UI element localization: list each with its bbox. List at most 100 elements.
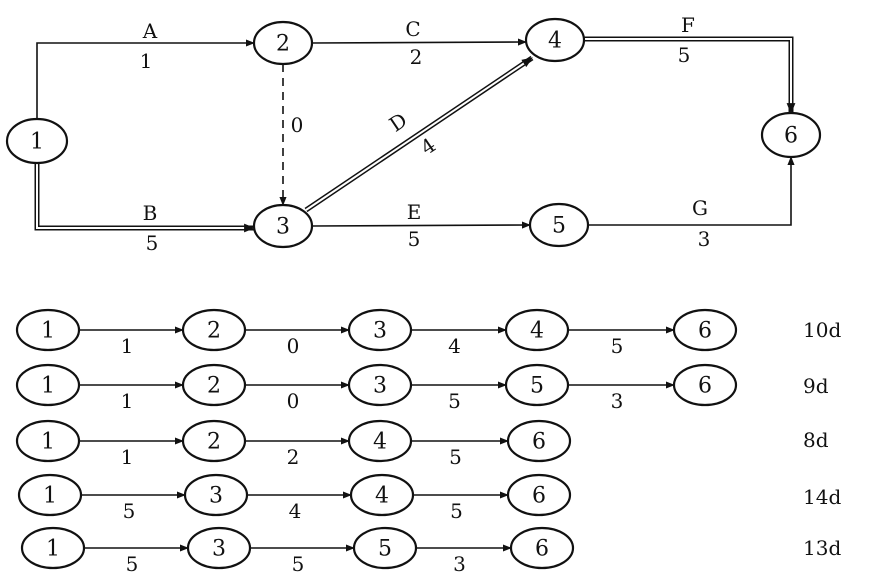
path-node-circle xyxy=(15,308,81,352)
path-node: 2 xyxy=(181,363,247,407)
path-total-duration: 8d xyxy=(803,428,829,452)
activity-arrow-critical-inner xyxy=(584,38,796,115)
path-node-circle xyxy=(17,473,83,517)
path-node-label: 2 xyxy=(207,319,221,344)
path-node-label: 1 xyxy=(41,430,55,455)
path-node: 5 xyxy=(352,526,418,570)
activity-name: A xyxy=(142,19,158,43)
path-duration: 1 xyxy=(121,334,134,358)
activity-d: D4 xyxy=(304,55,534,213)
path-duration: 5 xyxy=(449,445,462,469)
path-node-circle xyxy=(672,308,738,352)
path-duration: 2 xyxy=(287,445,300,469)
path-node: 3 xyxy=(347,363,413,407)
path-node-label: 1 xyxy=(41,374,55,399)
path-total-duration: 13d xyxy=(803,536,841,560)
activity-name: G xyxy=(692,196,708,220)
activity-arrow xyxy=(311,38,527,46)
path-duration: 5 xyxy=(448,389,461,413)
event-node-1: 1 xyxy=(5,117,69,165)
path-node-circle xyxy=(347,308,413,352)
path-node-label: 6 xyxy=(532,484,546,509)
path-node-label: 1 xyxy=(41,319,55,344)
event-node-circle xyxy=(252,203,314,249)
path-node: 6 xyxy=(672,308,738,352)
path-node-circle xyxy=(506,419,572,463)
path-row-1: 1 0 4 5 1 2 3 4 6 10d xyxy=(15,308,841,358)
path-duration: 0 xyxy=(287,334,300,358)
path-duration: 5 xyxy=(292,552,305,576)
path-duration: 0 xyxy=(287,389,300,413)
activity-duration: 4 xyxy=(416,133,440,160)
path-total-duration: 10d xyxy=(803,318,841,342)
event-node-6: 6 xyxy=(760,111,822,159)
path-node-circle xyxy=(504,363,570,407)
path-duration: 5 xyxy=(123,499,136,523)
path-node-label: 3 xyxy=(373,319,387,344)
path-node-circle xyxy=(181,308,247,352)
path-node-circle xyxy=(347,363,413,407)
path-node: 4 xyxy=(349,473,415,517)
event-node-label: 2 xyxy=(276,32,290,57)
path-row-2: 1 0 5 3 1 2 3 5 6 9d xyxy=(15,363,829,413)
activity-duration: 3 xyxy=(698,227,711,251)
path-node-label: 2 xyxy=(207,430,221,455)
path-node: 6 xyxy=(506,419,572,463)
path-node: 1 xyxy=(15,363,81,407)
path-node-circle xyxy=(672,363,738,407)
path-row-4: 5 4 5 1 3 4 6 14d xyxy=(17,473,841,523)
path-duration: 5 xyxy=(611,334,624,358)
path-node-circle xyxy=(15,419,81,463)
path-duration: 1 xyxy=(121,389,134,413)
path-duration: 1 xyxy=(121,445,134,469)
path-node-label: 3 xyxy=(212,537,226,562)
path-node: 1 xyxy=(20,526,86,570)
path-node: 5 xyxy=(504,363,570,407)
activity-duration: 0 xyxy=(291,113,304,137)
path-node-circle xyxy=(181,419,247,463)
path-row-5: 5 5 3 1 3 5 6 13d xyxy=(20,526,841,576)
path-node-circle xyxy=(352,526,418,570)
path-total-duration: 9d xyxy=(803,374,829,398)
path-node-circle xyxy=(20,526,86,570)
event-node-3: 3 xyxy=(252,203,314,249)
path-duration: 5 xyxy=(126,552,139,576)
path-node-label: 6 xyxy=(698,374,712,399)
path-duration: 4 xyxy=(289,499,302,523)
event-node-2: 2 xyxy=(252,20,314,66)
activity-dummy: 0 xyxy=(279,64,304,206)
path-node-label: 1 xyxy=(43,484,57,509)
path-duration: 3 xyxy=(611,389,624,413)
path-node-circle xyxy=(183,473,249,517)
activity-arrow-critical-inner xyxy=(305,57,533,211)
path-node-circle xyxy=(509,526,575,570)
path-node-label: 3 xyxy=(209,484,223,509)
event-node-4: 4 xyxy=(524,17,586,63)
path-node: 1 xyxy=(17,473,83,517)
path-total-duration: 14d xyxy=(803,485,841,509)
path-duration: 5 xyxy=(450,499,463,523)
path-duration: 4 xyxy=(448,334,461,358)
path-node-label: 4 xyxy=(373,430,387,455)
event-node-5: 5 xyxy=(528,202,590,248)
path-node: 3 xyxy=(186,526,252,570)
path-duration: 3 xyxy=(453,552,466,576)
path-node: 6 xyxy=(509,526,575,570)
event-node-circle xyxy=(5,117,69,165)
activity-duration: 5 xyxy=(146,231,159,255)
path-node-label: 4 xyxy=(530,319,544,344)
activity-name: E xyxy=(407,200,422,224)
path-node-label: 1 xyxy=(46,537,60,562)
event-node-label: 3 xyxy=(276,215,290,240)
path-node: 2 xyxy=(181,419,247,463)
path-node-circle xyxy=(349,473,415,517)
event-node-label: 5 xyxy=(552,214,566,239)
path-node-label: 5 xyxy=(378,537,392,562)
path-node-circle xyxy=(506,473,572,517)
event-node-label: 4 xyxy=(548,29,562,54)
activity-arrow xyxy=(588,156,795,226)
path-node-circle xyxy=(15,363,81,407)
path-node-circle xyxy=(504,308,570,352)
